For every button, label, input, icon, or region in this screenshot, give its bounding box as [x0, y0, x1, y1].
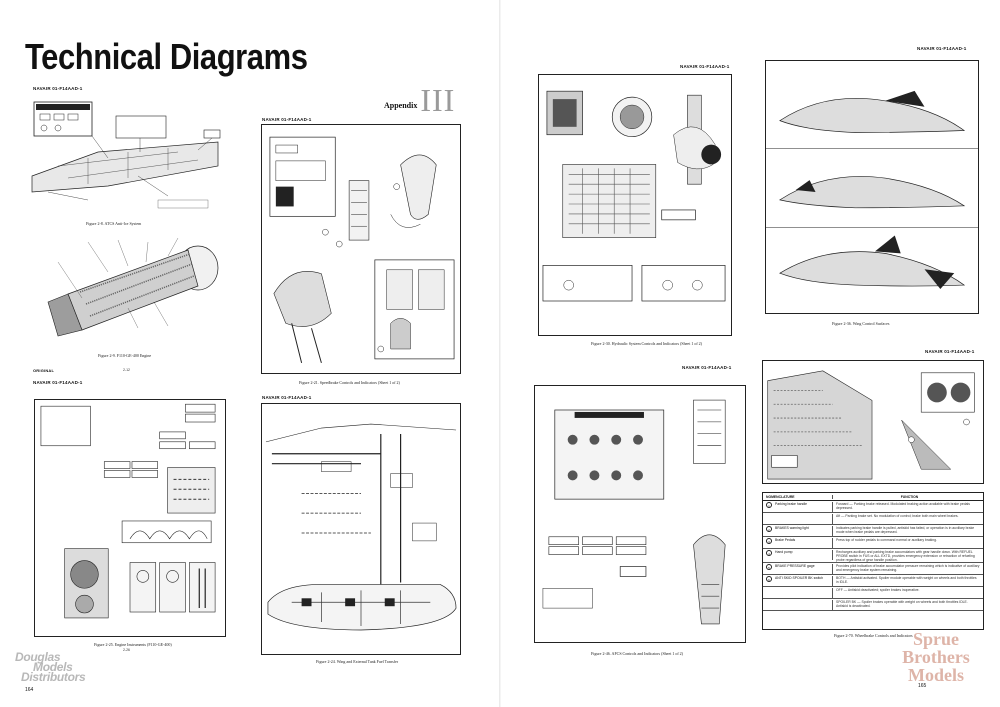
appendix-heading: Appendix III	[384, 84, 455, 116]
table-cell-nomenclature	[763, 588, 833, 598]
speedbrake-drawing	[269, 136, 455, 363]
item-number: 1	[766, 502, 772, 508]
manual-header-6: NAVAIR 01-F14AAD-1	[917, 46, 967, 51]
diagram-afcs-controls	[534, 385, 746, 643]
logo-sbm-line2: Brothers	[902, 647, 970, 667]
afcs-drawing	[542, 399, 726, 625]
footer-page-2-12: 2-12	[123, 368, 131, 372]
manual-header-4: NAVAIR 01-F14AAD-1	[262, 395, 312, 400]
manual-header-3: NAVAIR 01-F14AAD-1	[262, 117, 312, 122]
caption-engine-instruments: Figure 2-25. Engine Instruments (F110-GE…	[94, 642, 172, 647]
table-cell-function: Provides pilot indication of brake accum…	[836, 564, 980, 572]
item-number: 4	[766, 550, 772, 556]
right-folio: 165	[918, 683, 927, 689]
sprue-brothers-logo: Sprue Brothers Models	[886, 630, 986, 690]
footer-page-2-26: 2-26	[123, 648, 131, 652]
page-gutter	[499, 0, 501, 707]
logo-dmd-line3: Distributors	[21, 670, 86, 684]
table-cell-function: Press top of rudder pedals to command no…	[836, 538, 938, 542]
table-cell-function: Forward — Parking brake released. Modula…	[836, 502, 971, 510]
logo-dmd-line2: Models	[33, 660, 73, 674]
diagram-wheelbrake-cockpit	[762, 360, 984, 484]
caption-engine: Figure 2-9. F110-GE-400 Engine	[98, 353, 152, 358]
caption-wheelbrake: Figure 2-70. Wheelbrake Controls and Ind…	[834, 633, 913, 638]
logo-dmd-line1: Douglas	[15, 650, 61, 664]
manual-header-7: NAVAIR 01-F14AAD-1	[682, 365, 732, 370]
diagram-fuel-transfer	[261, 403, 461, 655]
table-cell-function: SPOILER BK — Spoiler brakes operable wit…	[836, 600, 968, 608]
item-name: BRAKE PRESSURE gage	[775, 564, 815, 568]
manual-header-2: NAVAIR 01-F14AAD-1	[33, 380, 83, 385]
table-cell-function: Aft — Parking brake set. No modulation o…	[836, 514, 959, 518]
item-number: 2	[766, 526, 772, 532]
diagram-engine-instruments	[34, 399, 226, 637]
item-number: 6	[766, 576, 772, 582]
table-cell-function: OFF — Antiskid deactivated; spoiler brak…	[836, 588, 920, 592]
atcs-drawing	[31, 101, 221, 209]
caption-hydraulic: Figure 2-30. Hydraulic System Controls a…	[591, 341, 702, 346]
item-name: Parking brake handle	[775, 502, 808, 506]
appendix-word: Appendix	[384, 101, 418, 110]
hydraulic-drawing	[542, 90, 726, 302]
item-name: Hand pump	[775, 550, 793, 554]
logo-sbm-line1: Sprue	[912, 629, 959, 649]
table-cell-function: Recharges auxiliary and parking brake ac…	[836, 550, 975, 562]
caption-fuel-transfer: Figure 2-24. Wing and External Tank Fuel…	[316, 659, 399, 664]
item-number: 3	[766, 538, 772, 544]
engine-instruments-drawing	[40, 403, 216, 619]
diagram-f110-engine	[28, 232, 224, 342]
diagram-atcs-anti-ice	[28, 96, 224, 216]
table-cell-function: Indicates parking brake handle is pulled…	[836, 526, 975, 534]
table-row: OFF — Antiskid deactivated; spoiler brak…	[763, 587, 983, 599]
manual-header-1: NAVAIR 01-F14AAD-1	[33, 86, 83, 91]
item-name: Brake Pedals	[775, 538, 796, 542]
page-title: Technical Diagrams	[25, 36, 308, 77]
manual-header-8: NAVAIR 01-F14AAD-1	[925, 349, 975, 354]
caption-speedbrake: Figure 2-21. Speedbrake Controls and Ind…	[299, 380, 400, 385]
table-cell-nomenclature	[763, 600, 833, 610]
wheelbrake-cockpit-drawing	[767, 370, 975, 480]
diagram-wing-control-surfaces	[765, 60, 979, 314]
diagram-hydraulic-controls	[538, 74, 732, 336]
table-col-function: FUNCTION	[900, 494, 919, 499]
item-number: 5	[766, 564, 772, 570]
table-cell-nomenclature	[763, 514, 833, 524]
table-row: SPOILER BK — Spoiler brakes operable wit…	[763, 599, 983, 611]
diagram-speedbrake-controls	[261, 124, 461, 374]
footer-original: ORIGINAL	[33, 368, 55, 373]
table-cell-function: BOTH — Antiskid activated. Spoiler modul…	[836, 576, 977, 584]
appendix-numeral: III	[420, 82, 456, 118]
table-row: Aft — Parking brake set. No modulation o…	[763, 513, 983, 525]
table-header: NOMENCLATURE FUNCTION	[763, 493, 983, 501]
item-name: ANTI SKID SPOILER BK switch	[775, 576, 824, 580]
engine-drawing	[47, 237, 219, 337]
caption-atcs: Figure 2-8. ATCS Anti-Ice System	[86, 221, 142, 226]
wing-surfaces-drawing	[766, 90, 978, 290]
caption-wing-surfaces: Figure 2-36. Wing Control Surfaces	[832, 321, 890, 326]
item-name: BRAKES warning light	[775, 526, 809, 530]
logo-sbm-line3: Models	[908, 665, 964, 685]
caption-afcs: Figure 2-46. AFCS Controls and Indicator…	[591, 651, 683, 656]
table-col-nomenclature: NOMENCLATURE	[763, 494, 833, 499]
douglas-models-logo: Douglas Models Distributors	[15, 650, 111, 686]
left-folio: 164	[25, 687, 34, 693]
manual-header-5: NAVAIR 01-F14AAD-1	[680, 64, 730, 69]
fuel-transfer-drawing	[265, 423, 457, 631]
